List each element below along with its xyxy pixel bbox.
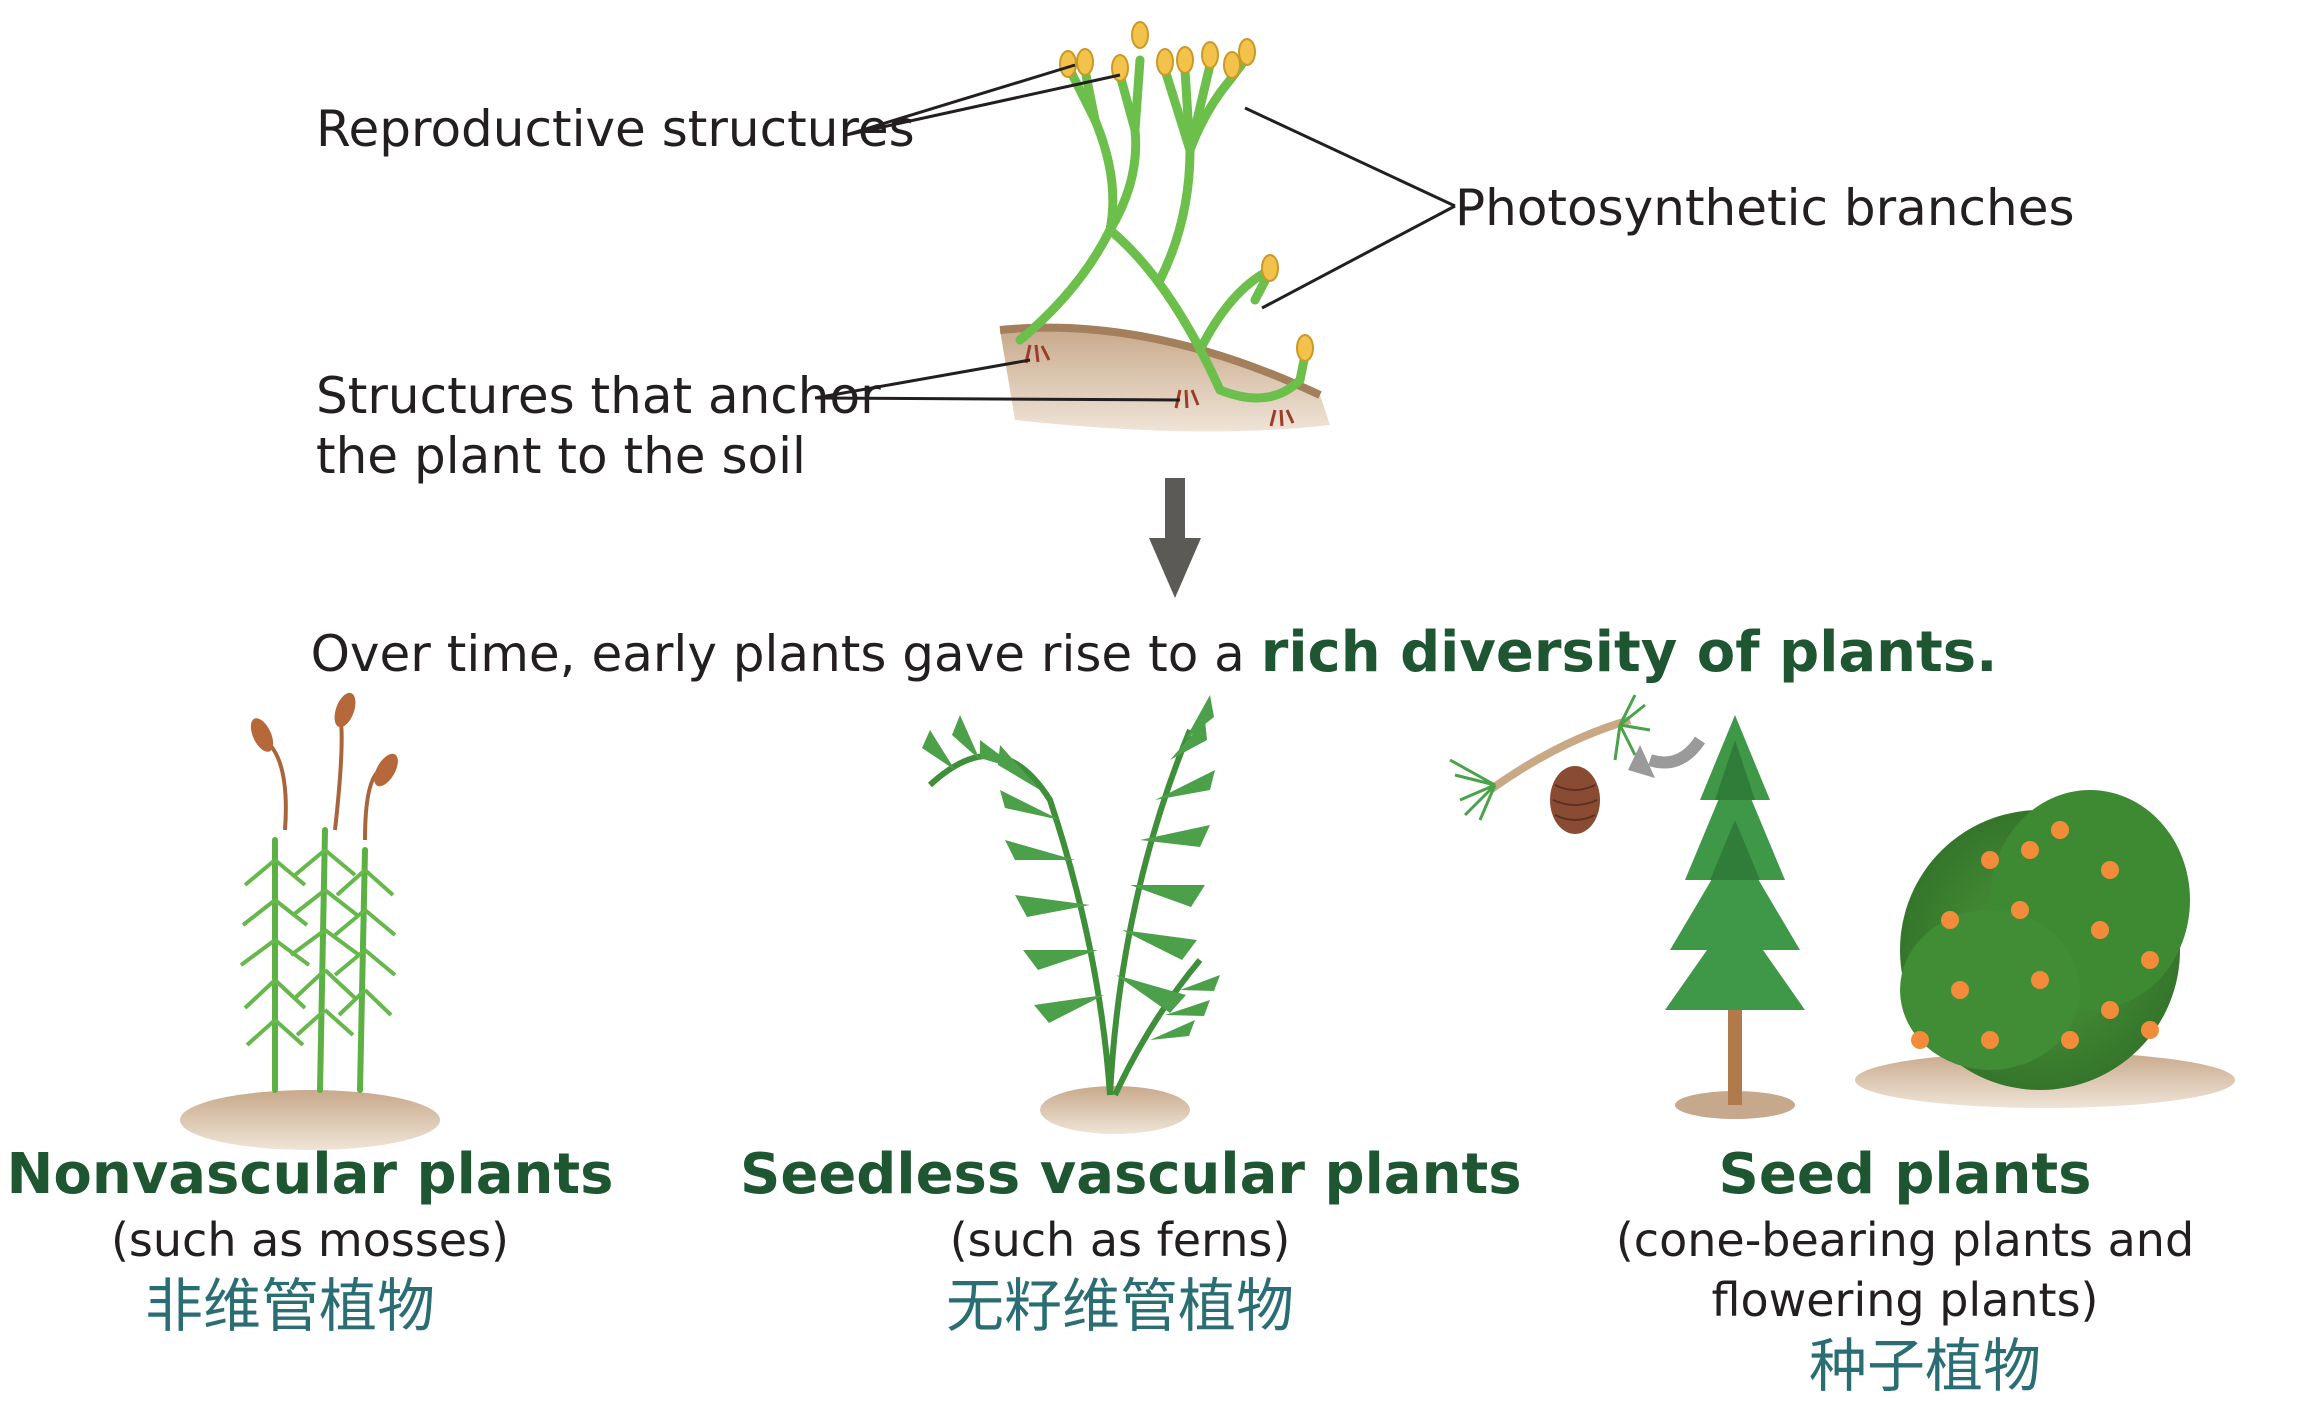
- category-subtitle-line1: (cone-bearing plants and: [1615, 1213, 2195, 1267]
- category-seed-plants: Seed plants (cone-bearing plants and flo…: [1525, 1140, 2285, 1402]
- conifer-tree-illustration: [1665, 715, 1805, 1119]
- label-reproductive-structures: Reproductive structures: [316, 100, 915, 158]
- label-anchor-line1: Structures that anchor: [316, 367, 881, 425]
- reproductive-tips: [1059, 21, 1314, 362]
- curved-grey-arrow: [1648, 736, 1705, 769]
- category-chinese: 种子植物: [1808, 1332, 2041, 1400]
- category-nonvascular: Nonvascular plants (such as mosses) 非维管植…: [0, 1140, 690, 1342]
- early-plant-illustration: [999, 21, 1330, 432]
- category-chinese: 无籽维管植物: [945, 1272, 1294, 1340]
- down-arrow: [1149, 478, 1201, 598]
- diversity-caption: Over time, early plants gave rise to a r…: [0, 620, 2308, 685]
- caption-lead: Over time, early plants gave rise to a: [310, 625, 1261, 683]
- leader-lines: [814, 63, 1456, 402]
- caption-highlight: rich diversity of plants.: [1260, 620, 1998, 685]
- flowering-bush-illustration: [1855, 790, 2235, 1108]
- pine-cone: [1550, 766, 1600, 834]
- category-seedless-vascular: Seedless vascular plants (such as ferns)…: [740, 1140, 1522, 1342]
- category-title: Seed plants: [1718, 1142, 2092, 1207]
- category-chinese: 非维管植物: [144, 1272, 435, 1340]
- fern-illustration: [922, 695, 1220, 1134]
- label-photosynthetic-branches: Photosynthetic branches: [1455, 179, 2075, 237]
- conifer-branch-illustration: [1449, 694, 1705, 834]
- moss-illustration: [180, 692, 440, 1150]
- label-anchor-line2: the plant to the soil: [316, 427, 806, 485]
- soil-slab: [1000, 327, 1330, 432]
- category-title: Seedless vascular plants: [740, 1142, 1522, 1207]
- category-subtitle: (such as mosses): [110, 1213, 509, 1267]
- category-subtitle-line2: flowering plants): [1711, 1273, 2099, 1327]
- category-title: Nonvascular plants: [6, 1142, 614, 1207]
- category-subtitle: (such as ferns): [949, 1213, 1291, 1267]
